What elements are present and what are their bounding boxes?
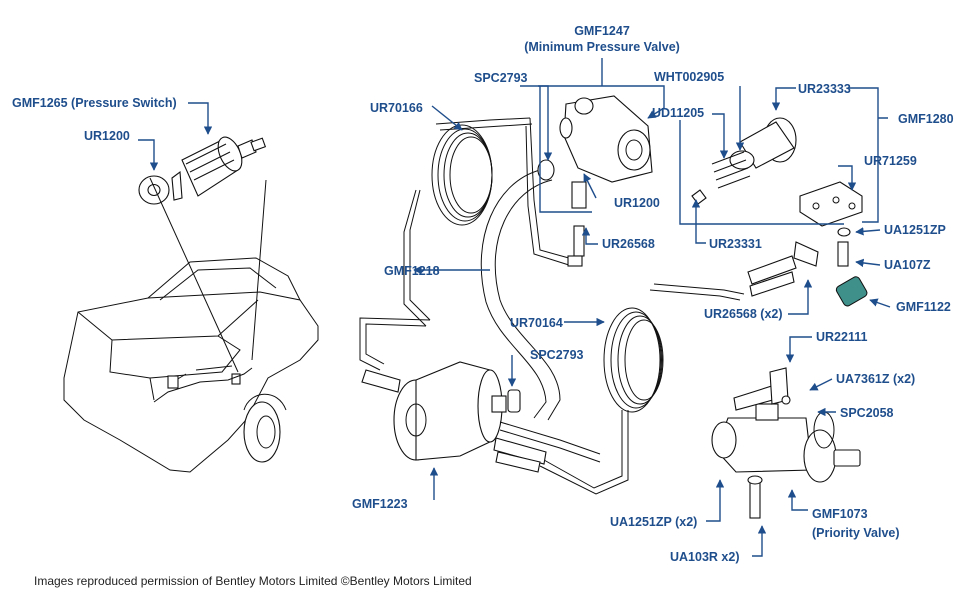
- rubber-hose-drawing: [359, 169, 561, 421]
- label-gmf1247-desc: (Minimum Pressure Valve): [524, 40, 680, 54]
- label-gmf1247-code: GMF1247: [574, 24, 630, 38]
- label-ur1200-mid: UR1200: [614, 196, 660, 210]
- label-ur23331: UR23331: [709, 237, 762, 251]
- label-ur26568: UR26568: [602, 237, 655, 251]
- label-wht002905: WHT002905: [654, 70, 725, 84]
- label-ud11205: UD11205: [652, 106, 705, 120]
- label-spc2793-bottom: SPC2793: [530, 348, 584, 362]
- label-ur26568-x2: UR26568 (x2): [704, 307, 783, 321]
- label-ua1251zp-right: UA1251ZP: [884, 223, 946, 237]
- label-ur23333: UR23333: [798, 82, 851, 96]
- car-outline-drawing: [63, 177, 319, 473]
- label-gmf1073-desc: (Priority Valve): [812, 526, 900, 540]
- label-ur70166: UR70166: [370, 101, 423, 115]
- label-gmf1265: GMF1265 (Pressure Switch): [12, 96, 177, 110]
- label-ua1251zp-x2: UA1251ZP (x2): [610, 515, 698, 529]
- valve-insert-drawing: [691, 117, 868, 307]
- label-ua103r: UA103R x2): [670, 550, 740, 564]
- copyright-caption: Images reproduced permission of Bentley …: [34, 574, 472, 588]
- hose-coil-lower-drawing: [539, 283, 745, 495]
- minimum-pressure-valve-drawing: [537, 95, 653, 267]
- label-ur71259: UR71259: [864, 154, 917, 168]
- hose-coil-upper-drawing: [403, 117, 577, 327]
- leader-lines: [138, 58, 891, 557]
- label-spc2793-top: SPC2793: [474, 71, 528, 85]
- label-ur1200-left: UR1200: [84, 129, 130, 143]
- label-gmf1122: GMF1122: [896, 300, 951, 314]
- pressure-switch-drawing: [138, 136, 267, 205]
- label-gmf1223: GMF1223: [352, 497, 408, 511]
- label-gmf1280: GMF1280: [898, 112, 954, 126]
- label-gmf1218: GMF1218: [384, 264, 440, 278]
- label-ua107z: UA107Z: [884, 258, 931, 272]
- accumulator-drawing: [361, 361, 601, 473]
- label-ua7361z: UA7361Z (x2): [836, 372, 916, 386]
- label-spc2058: SPC2058: [840, 406, 894, 420]
- label-ur70164: UR70164: [510, 316, 563, 330]
- priority-valve-drawing: [711, 367, 861, 519]
- label-gmf1073-code: GMF1073: [812, 507, 868, 521]
- label-ur22111: UR22111: [816, 330, 868, 344]
